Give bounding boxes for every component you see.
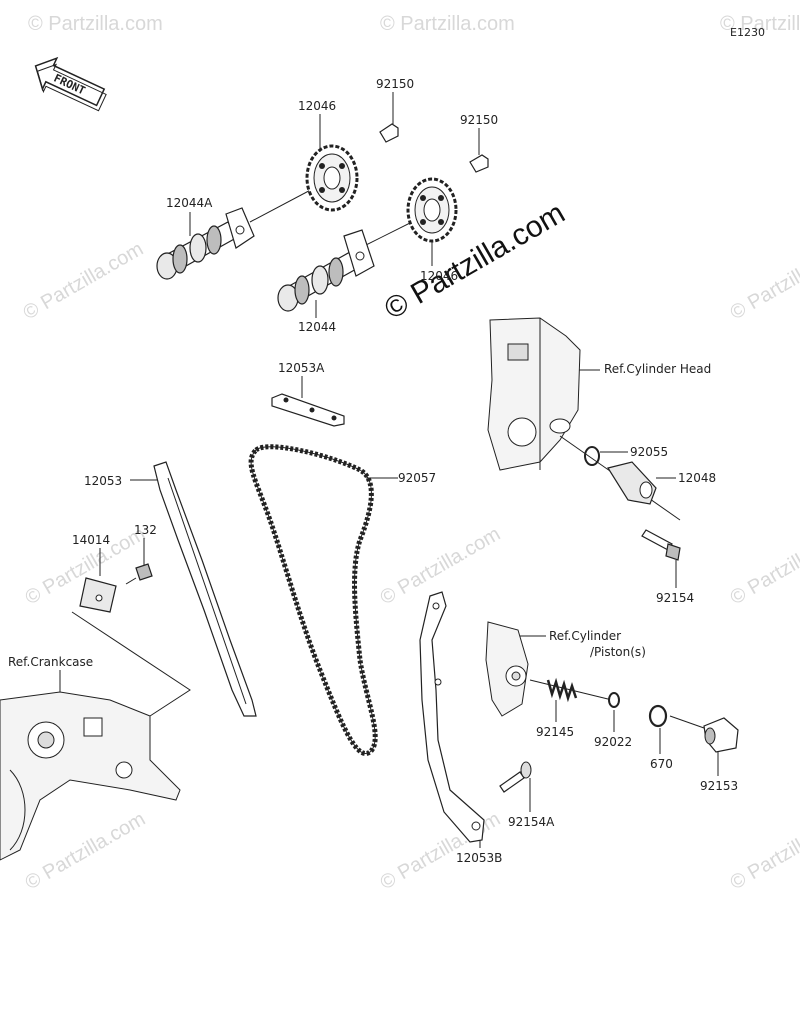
- part-label-12053[interactable]: 12053: [84, 474, 122, 488]
- bolt-92150-lower-illustration: [469, 128, 489, 173]
- part-label-12044[interactable]: 12044: [298, 320, 336, 334]
- crankcase-illustration: [0, 670, 181, 861]
- front-arrow-icon: FRONT: [34, 56, 107, 112]
- bolt-92154-illustration: [641, 529, 681, 588]
- part-label-92022[interactable]: 92022: [594, 735, 632, 749]
- ref-cylinder-line2[interactable]: /Piston(s): [590, 645, 646, 659]
- cam-sprocket-12046-lower-illustration: [406, 177, 458, 243]
- part-label-12046-b[interactable]: 12046: [420, 269, 458, 283]
- part-label-14014[interactable]: 14014: [72, 533, 110, 547]
- part-label-12046[interactable]: 12046: [298, 99, 336, 113]
- plug-bolt-92153-illustration: [703, 717, 739, 776]
- plate-14014-illustration: [79, 548, 117, 613]
- part-label-12053b[interactable]: 12053B: [456, 851, 502, 865]
- watermark: © Partzilla.com: [22, 808, 150, 894]
- bolt-132-illustration: [125, 538, 153, 585]
- part-label-92055[interactable]: 92055: [630, 445, 668, 459]
- part-label-92145[interactable]: 92145: [536, 725, 574, 739]
- chain-guide-12053-illustration: [130, 461, 257, 717]
- part-label-12048[interactable]: 12048: [678, 471, 716, 485]
- part-label-12044a[interactable]: 12044A: [166, 196, 213, 210]
- part-label-670[interactable]: 670: [650, 757, 673, 771]
- ref-crankcase[interactable]: Ref.Crankcase: [8, 655, 93, 669]
- bolt-92150-illustration: [379, 92, 399, 143]
- cylinder-piston-illustration: [485, 621, 546, 717]
- washer-92022-illustration: [608, 692, 620, 732]
- part-label-92154[interactable]: 92154: [656, 591, 694, 605]
- ref-cylinder-line1[interactable]: Ref.Cylinder: [549, 629, 621, 643]
- spring-92145-illustration: [529, 677, 613, 722]
- part-label-92150-b[interactable]: 92150: [460, 113, 498, 127]
- watermark: © Partzilla.com: [20, 238, 148, 324]
- cylinder-head-illustration: [487, 317, 600, 471]
- camshaft-12044a-illustration: [156, 184, 321, 280]
- tensioner-12048-illustration: [559, 435, 681, 521]
- part-label-132[interactable]: 132: [134, 523, 157, 537]
- watermark: © Partzilla.com: [28, 13, 163, 35]
- watermark: © Partzilla.com: [727, 523, 800, 609]
- watermark: © Partzilla.com: [727, 808, 800, 894]
- part-label-12053a[interactable]: 12053A: [278, 361, 325, 375]
- watermark: © Partzilla.com: [380, 13, 515, 35]
- camshaft-12044-illustration: [277, 217, 421, 312]
- chain-guide-12053a-illustration: [271, 376, 345, 427]
- watermark: © Partzilla.com: [720, 13, 800, 35]
- cam-chain-92057-illustration: [248, 444, 398, 756]
- bolt-92154a-illustration: [499, 761, 532, 812]
- o-ring-670-illustration: [648, 704, 705, 754]
- part-labels: 92150 12046 92150 12044A 12046 12044 120…: [8, 77, 738, 865]
- diagram-code: E1230: [730, 26, 765, 39]
- chain-guide-12053b-illustration: [419, 591, 485, 848]
- o-ring-92055-illustration: [584, 446, 628, 466]
- ref-cylinder-head[interactable]: Ref.Cylinder Head: [604, 362, 711, 376]
- part-label-92153[interactable]: 92153: [700, 779, 738, 793]
- watermark: © Partzilla.com: [727, 238, 800, 324]
- part-label-92154a[interactable]: 92154A: [508, 815, 555, 829]
- cam-sprocket-12046-illustration: [305, 144, 359, 212]
- part-label-92150[interactable]: 92150: [376, 77, 414, 91]
- part-label-92057[interactable]: 92057: [398, 471, 436, 485]
- leader-crankcase: [71, 611, 191, 717]
